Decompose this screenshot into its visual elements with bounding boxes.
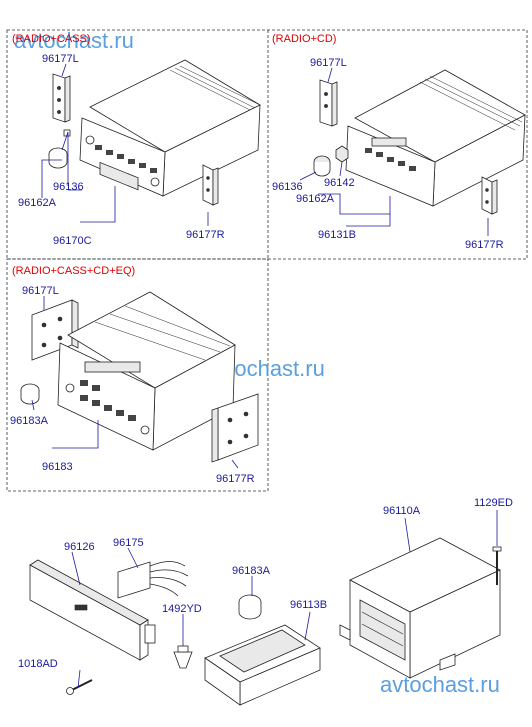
cassette-case-icon <box>204 624 321 706</box>
label-96183: 96183 <box>42 461 73 473</box>
radio-cass-cd-eq-unit-icon <box>57 291 236 451</box>
section-frames <box>6 29 528 492</box>
nut-icon <box>335 145 349 163</box>
screw-icon <box>66 679 93 695</box>
label-96175: 96175 <box>113 537 144 549</box>
mounting-panel-icon <box>29 559 156 661</box>
bracket-right-icon <box>202 164 219 206</box>
label-96177L-b: 96177L <box>310 57 347 69</box>
label-96110A: 96110A <box>383 505 421 517</box>
section-title-radio-cass-cd-eq: (RADIO+CASS+CD+EQ) <box>12 265 135 277</box>
knob-icon <box>313 155 331 177</box>
cd-changer-icon <box>339 537 501 679</box>
label-96162A-b: 96162A <box>296 193 335 205</box>
label-96170C: 96170C <box>53 235 92 247</box>
label-1018AD: 1018AD <box>18 658 58 670</box>
watermark-top: avtochast.ru <box>14 28 134 53</box>
clip-icon <box>173 645 193 669</box>
loose-parts: 96126 96175 1018AD 1492YD 96183A 96113B … <box>18 497 513 706</box>
frame-top <box>6 29 528 260</box>
label-96177L-c: 96177L <box>22 285 59 297</box>
label-96142: 96142 <box>324 177 355 189</box>
bracket-left-icon <box>319 79 338 127</box>
knob-icon <box>48 147 68 169</box>
knob-icon <box>238 594 262 620</box>
wiring-connector-icon <box>117 561 189 599</box>
label-96136-a: 96136 <box>53 181 84 193</box>
radio-cd-unit-icon <box>345 69 526 207</box>
label-96177R-b: 96177R <box>465 239 504 251</box>
label-96113B: 96113B <box>290 599 327 611</box>
label-1129ED: 1129ED <box>474 497 513 509</box>
bracket-right-icon <box>481 176 498 215</box>
label-96136-b: 96136 <box>272 181 303 193</box>
knob-icon <box>20 383 40 405</box>
radio-cd-assembly: 96177L 96136 96142 96162A 96131B 96177R <box>272 57 526 251</box>
bracket-left-icon <box>52 73 71 123</box>
frame-bottom-left <box>6 258 269 492</box>
label-1492YD: 1492YD <box>162 603 202 615</box>
label-96177L-a: 96177L <box>42 53 79 65</box>
label-96177R-a: 96177R <box>186 229 225 241</box>
radio-cass-cd-eq-assembly: 96177L 96183A 96183 96177R <box>10 285 259 485</box>
radio-cassette-unit-icon <box>79 59 261 197</box>
label-96162A-a: 96162A <box>18 197 57 209</box>
bolt-icon <box>492 546 502 585</box>
label-96126: 96126 <box>64 541 95 553</box>
label-96183A-c: 96183A <box>10 415 49 427</box>
label-96183A-d: 96183A <box>232 565 271 577</box>
section-title-radio-cass: (RADIO+CASS) <box>12 33 91 45</box>
label-96131B: 96131B <box>318 229 356 241</box>
label-96177R-c: 96177R <box>216 473 255 485</box>
bracket-right-icon <box>211 393 259 463</box>
radio-cass-assembly: 96177L 96136 96162A 96170C 96177R <box>18 53 261 247</box>
section-title-radio-cd: (RADIO+CD) <box>272 33 336 45</box>
watermark-bottom: avtochast.ru <box>380 672 500 697</box>
